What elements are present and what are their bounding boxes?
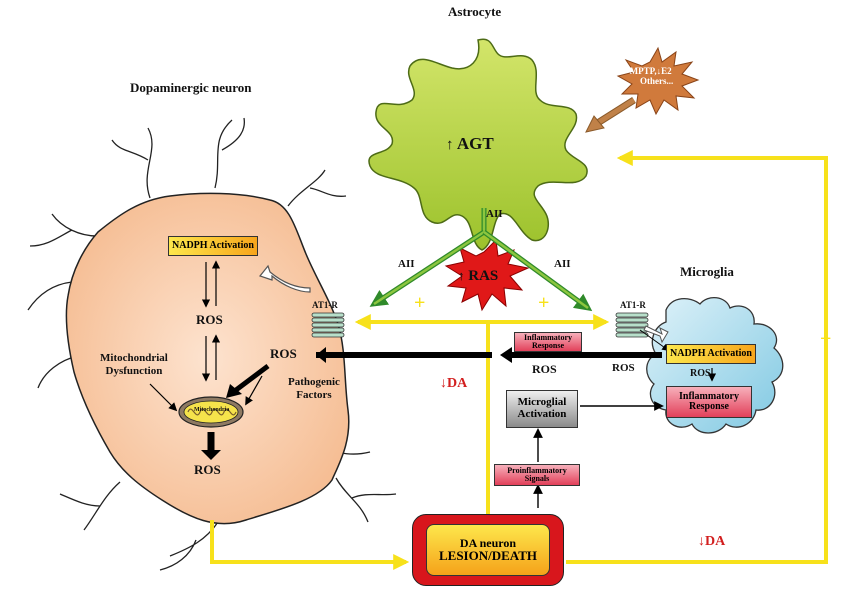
ros-microglia-edge-label: ROS (612, 362, 635, 374)
ros-upper-label: ROS (196, 312, 223, 327)
proinflammatory-line2: Signals (524, 474, 550, 483)
mptp-starburst (616, 46, 700, 116)
microglial-activation-line2: Activation (517, 408, 567, 420)
factors-text: Factors (296, 388, 332, 401)
inflammatory-response-line2: Response (688, 401, 729, 412)
agt-label: ↑ AGT (446, 134, 494, 154)
mitochondria-organelle (178, 396, 244, 428)
ros-mid-label: ROS (270, 346, 297, 361)
at1-receptor-neuron (311, 312, 345, 338)
da-decrease-bottom-text: DA (705, 534, 726, 549)
receptor-to-nadph-arrow (258, 264, 311, 293)
inflammatory-response-small-box: Inflammatory Response (514, 332, 582, 352)
da-decrease-center-text: DA (447, 376, 468, 391)
inflammatory-response-small-line2: Response (531, 341, 564, 350)
astrocyte-cell (368, 38, 588, 251)
mptp-e2-text: E2 (661, 66, 672, 76)
neuron-internal-arrows (149, 260, 263, 412)
at1-receptor-microglia (615, 312, 649, 338)
inflammatory-response-small-line1: Inflammatory (524, 332, 572, 342)
dopaminergic-neuron-cell (27, 117, 397, 571)
ros-bottom-label: ROS (194, 462, 221, 477)
center-flow-arrows (533, 401, 664, 508)
mitochondrial-dysfunction-label: Mitochondrial Dysfunction (100, 352, 168, 377)
microglia-label: Microglia (680, 264, 734, 279)
ros-arrows (316, 329, 670, 363)
ros-center-label: ROS (532, 362, 557, 376)
da-decrease-center-label: ↓DA (440, 376, 467, 392)
mitochondrial-text: Mitochondrial (100, 352, 168, 364)
ros-to-mitochondria-arrow (234, 364, 270, 392)
da-decrease-arrow-icon: ↓ (440, 376, 447, 391)
proinflammatory-line1: Proinflammatory (507, 465, 567, 475)
aii-left-label: AII (398, 258, 415, 270)
ros-to-mitochondria-arrowhead (226, 384, 242, 398)
ras-increase-arrow-icon: ↑ (458, 268, 465, 283)
mitochondria-label: Mitochondria (194, 407, 230, 413)
mptp-label: MPTP,↓E2 Others... (628, 66, 674, 87)
da-lesion-line2: LESION/DEATH (438, 548, 537, 564)
mptp-text: MPTP, (629, 66, 657, 76)
da-lesion-box: DA neuron LESION/DEATH (426, 524, 550, 576)
ras-starburst (444, 238, 530, 312)
da-decrease-bottom-label: ↓DA (698, 534, 725, 550)
plus-right-label: + (820, 328, 832, 350)
proinflammatory-signals-box: Proinflammatory Signals (494, 464, 580, 486)
ros-microglia-inner-label: ROS (690, 368, 711, 379)
increase-arrow-icon: ↑ (446, 137, 454, 153)
dysfunction-text: Dysfunction (105, 364, 163, 377)
astrocyte-label: Astrocyte (448, 4, 502, 19)
mptp-to-astrocyte-arrow (585, 97, 636, 133)
pathogenic-factors-label: Pathogenic Factors (288, 376, 340, 401)
plus-left-label: + (414, 292, 426, 314)
ras-text: RAS (468, 268, 499, 284)
at1r-neuron-label: AT1-R (312, 300, 338, 310)
dopaminergic-neuron-label: Dopaminergic neuron (130, 80, 252, 95)
da-decrease-bottom-arrow-icon: ↓ (698, 534, 705, 549)
nadph-activation-microglia-box: NADPH Activation (666, 344, 756, 364)
inflammatory-response-box: Inflammatory Response (666, 386, 752, 418)
inflammatory-response-line1: Inflammatory (679, 390, 739, 402)
agt-text: AGT (456, 134, 494, 153)
ras-label: ↑ RAS (458, 268, 498, 285)
at1r-microglia-label: AT1-R (620, 300, 646, 310)
microglia-receptor-hollow-arrow (643, 325, 669, 344)
microglial-activation-box: Microglial Activation (506, 390, 578, 428)
da-lesion-line1: DA neuron (459, 535, 517, 550)
microglial-activation-line1: Microglial (517, 396, 567, 409)
aii-pathway-arrows (369, 208, 593, 312)
aii-top-label: AII (486, 208, 503, 220)
aii-right-label: AII (554, 258, 571, 270)
mitochondria-to-ros-arrowhead (201, 450, 221, 460)
nadph-activation-neuron-box: NADPH Activation (168, 236, 258, 256)
mptp-decrease-arrow-icon: ↓ (656, 66, 662, 76)
pathogenic-text: Pathogenic (288, 376, 340, 388)
mptp-others-text: Others... (640, 75, 674, 86)
plus-center-label: + (538, 292, 550, 314)
